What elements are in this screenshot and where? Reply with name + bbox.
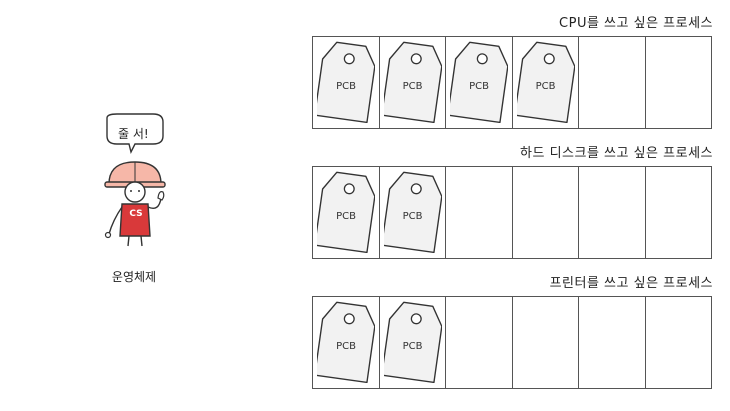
queue-slot: PCB: [380, 297, 446, 388]
queue-slot: PCB: [380, 167, 446, 258]
queue-slot: [646, 167, 712, 258]
queue-slot: PCB: [313, 297, 380, 388]
queue-slot: [513, 167, 579, 258]
queue-slot: PCB: [380, 37, 446, 128]
queue-cpu: PCB PCB PCB PCB: [312, 36, 712, 129]
pcb-label: PCB: [336, 211, 356, 222]
queue-slot: PCB: [513, 37, 579, 128]
queue-title-cpu: CPU를 쓰고 싶은 프로세스: [559, 16, 713, 31]
pcb-label: PCB: [336, 341, 356, 352]
pcb-label: PCB: [535, 81, 556, 92]
pcb-tag: [383, 41, 442, 123]
shirt: [119, 203, 151, 237]
pcb-tag: [450, 41, 508, 123]
queue-slot: [579, 37, 646, 128]
os-label: 운영체제: [111, 270, 157, 284]
queue-printer: PCB PCB: [312, 296, 712, 389]
cs-badge: CS: [129, 209, 143, 219]
queue-slot: [446, 167, 513, 258]
queue-title-printer: 프린터를 쓰고 싶은 프로세스: [549, 276, 713, 291]
pcb-tag: [317, 301, 375, 383]
pcb-tag: [383, 301, 442, 383]
pcb-tag: [516, 41, 575, 123]
queue-title-disk: 하드 디스크를 쓰고 싶은 프로세스: [520, 146, 713, 161]
queue-slot: PCB: [313, 167, 380, 258]
pcb-label: PCB: [402, 341, 423, 352]
speech-bubble: [106, 113, 164, 155]
queue-slot: [579, 167, 646, 258]
pcb-tag: [317, 171, 375, 253]
queue-disk: PCB PCB: [312, 166, 712, 259]
head: [124, 181, 146, 203]
os-character: [104, 113, 166, 247]
queue-slot: [513, 297, 579, 388]
pcb-label: PCB: [402, 81, 423, 92]
pcb-tag: [383, 171, 442, 253]
queue-slot: [646, 37, 712, 128]
pcb-label: PCB: [402, 211, 423, 222]
queue-slot: PCB: [313, 37, 380, 128]
queue-slot: [646, 297, 712, 388]
speech-text: 줄 서!: [118, 127, 149, 141]
queue-slot: PCB: [446, 37, 513, 128]
queue-slot: [579, 297, 646, 388]
pcb-label: PCB: [336, 81, 356, 92]
pcb-tag: [317, 41, 375, 123]
pcb-label: PCB: [469, 81, 489, 92]
queue-slot: [446, 297, 513, 388]
